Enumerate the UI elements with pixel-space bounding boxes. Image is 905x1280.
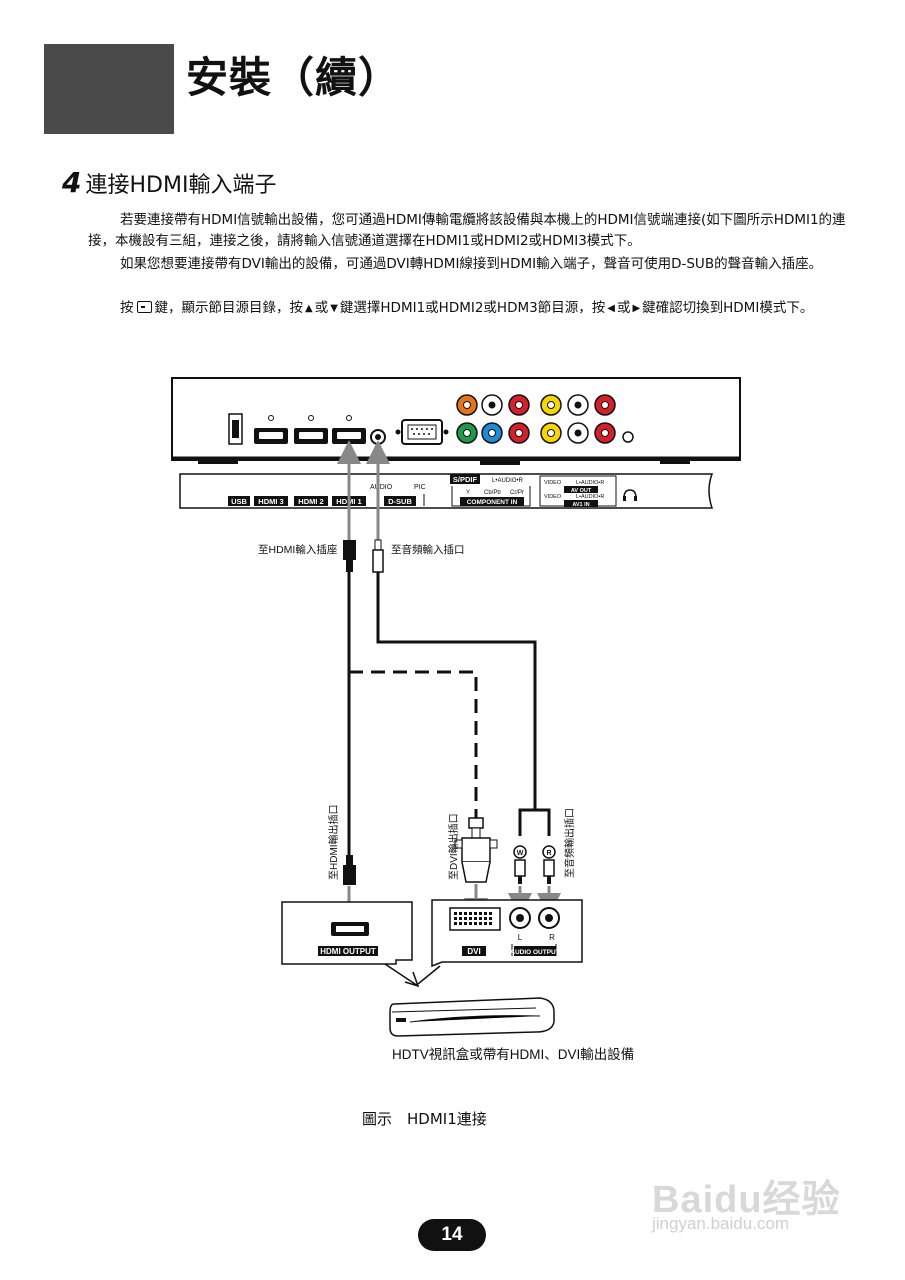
- label-audio-output: AUDIO OUTPUT: [510, 949, 560, 956]
- watermark-brand: Baidu经验: [652, 1179, 841, 1221]
- label-to-audio-output: 至音頻輸出插口: [563, 808, 576, 878]
- rca-row-top: [456, 394, 616, 416]
- dvi-plug: [454, 817, 498, 883]
- label-component-in: COMPONENT IN: [467, 499, 518, 506]
- keys-text-b: 鍵，顯示節目源目錄，按: [154, 300, 304, 316]
- paragraph-keys: 按鍵，顯示節目源目錄，按▲或▼鍵選擇HDMI1或HDMI2或HDM3節目源，按◀…: [88, 298, 856, 319]
- device-caption: HDTV視訊盒或帶有HDMI、DVI輸出設備: [392, 1046, 634, 1062]
- label-dsub: D-SUB: [388, 497, 412, 506]
- rca-plug-red: R: [542, 845, 556, 884]
- arrow-left-icon: ◀: [607, 303, 615, 314]
- keys-text-c: 或: [314, 300, 329, 316]
- keys-text-d: 鍵選擇HDMI1或HDMI2或HDM3節目源，按: [339, 300, 606, 316]
- hdmi-plug-bottom: [343, 855, 356, 885]
- label-av1-audio: L•AUDIO•R: [576, 494, 604, 500]
- label-dvi: DVI: [467, 947, 480, 956]
- label-plug-r: R: [546, 850, 551, 857]
- label-av-out: AV OUT: [571, 488, 592, 494]
- label-plug-w: W: [517, 850, 524, 857]
- headphone-icon: [623, 489, 637, 499]
- label-cr: Cr/Pr: [510, 490, 524, 496]
- label-video-out: VIDEO: [544, 480, 562, 486]
- paragraph-dvi-text: 如果您想要連接帶有DVI輸出的設備，可通過DVI轉HDMI線接到HDMI輸入端子…: [120, 256, 823, 272]
- arrow-down-icon: ▼: [330, 303, 338, 314]
- paragraph-dvi: 如果您想要連接帶有DVI輸出的設備，可通過DVI轉HDMI線接到HDMI輸入端子…: [88, 254, 856, 275]
- rca-plug-white: W: [513, 845, 527, 884]
- rca-row-bottom: [456, 422, 634, 444]
- header-block: [44, 44, 174, 134]
- source-panel-hdmi: HDMI OUTPUT: [281, 901, 413, 965]
- label-to-audio-input: 至音頻輸入插口: [391, 543, 465, 556]
- hdmi-plug-top: [343, 540, 356, 572]
- label-to-hdmi-input: 至HDMI輸入插座: [258, 543, 337, 556]
- label-avout-audio: L•AUDIO•R: [576, 480, 604, 486]
- arrow-up-icon: ▲: [305, 303, 313, 314]
- watermark-url: jingyan.baidu.com: [652, 1214, 790, 1233]
- label-hdmi-output: HDMI OUTPUT: [320, 947, 376, 956]
- label-pic: PIC: [414, 484, 426, 491]
- label-video-in: VIDEO: [544, 494, 562, 500]
- set-top-box: [389, 997, 555, 1037]
- label-av1-in: AV1 IN: [572, 502, 589, 508]
- tv-back-panel: [171, 377, 741, 465]
- label-y: Y: [466, 490, 470, 496]
- paragraph-hdmi-text: 若要連接帶有HDMI信號輸出設備，您可通過HDMI傳輸電纜將該設備與本機上的HD…: [88, 212, 846, 249]
- page-number: 14: [418, 1219, 486, 1251]
- label-to-hdmi-output: 至HDMI輸出插口: [327, 804, 340, 880]
- keys-text-a: 按: [120, 300, 134, 316]
- hdmi3-port: [254, 415, 288, 444]
- label-l: L: [518, 933, 523, 942]
- figure-caption: 圖示 HDMI1連接: [362, 1110, 487, 1128]
- vga-port: [395, 419, 449, 445]
- input-source-key-icon: [136, 301, 152, 313]
- label-to-dvi-output: 至DVI輸出插口: [447, 813, 460, 880]
- page-title: 安裝（續）: [186, 53, 402, 102]
- label-hdmi2: HDMI 2: [298, 497, 323, 506]
- label-spdif: S/PDIF: [453, 475, 478, 484]
- label-audio: AUDIO: [370, 484, 393, 491]
- keys-text-e: 或: [616, 300, 631, 316]
- hdmi2-port: [294, 415, 328, 444]
- port-label-strip: USB HDMI 3 HDMI 2 HDMI 1 AUDIO PIC D-SUB…: [179, 473, 714, 509]
- section-title: 連接HDMI輸入端子: [85, 173, 277, 198]
- source-panel-dvi-audio: DVI L R AUDIO OUTPUT: [431, 899, 583, 968]
- label-r: R: [549, 933, 555, 942]
- paragraph-hdmi: 若要連接帶有HDMI信號輸出設備，您可通過HDMI傳輸電纜將該設備與本機上的HD…: [88, 210, 856, 252]
- keys-text-f: 鍵確認切換到HDMI模式下。: [642, 300, 814, 316]
- label-cb: Cb/Pb: [484, 490, 501, 496]
- label-hdmi3: HDMI 3: [258, 497, 283, 506]
- label-component-audio: L•AUDIO•R: [492, 478, 524, 484]
- audio-plug-top: [372, 539, 384, 573]
- label-usb: USB: [231, 497, 247, 506]
- section-number: 4: [62, 166, 82, 199]
- arrow-right-icon: ▶: [632, 303, 641, 314]
